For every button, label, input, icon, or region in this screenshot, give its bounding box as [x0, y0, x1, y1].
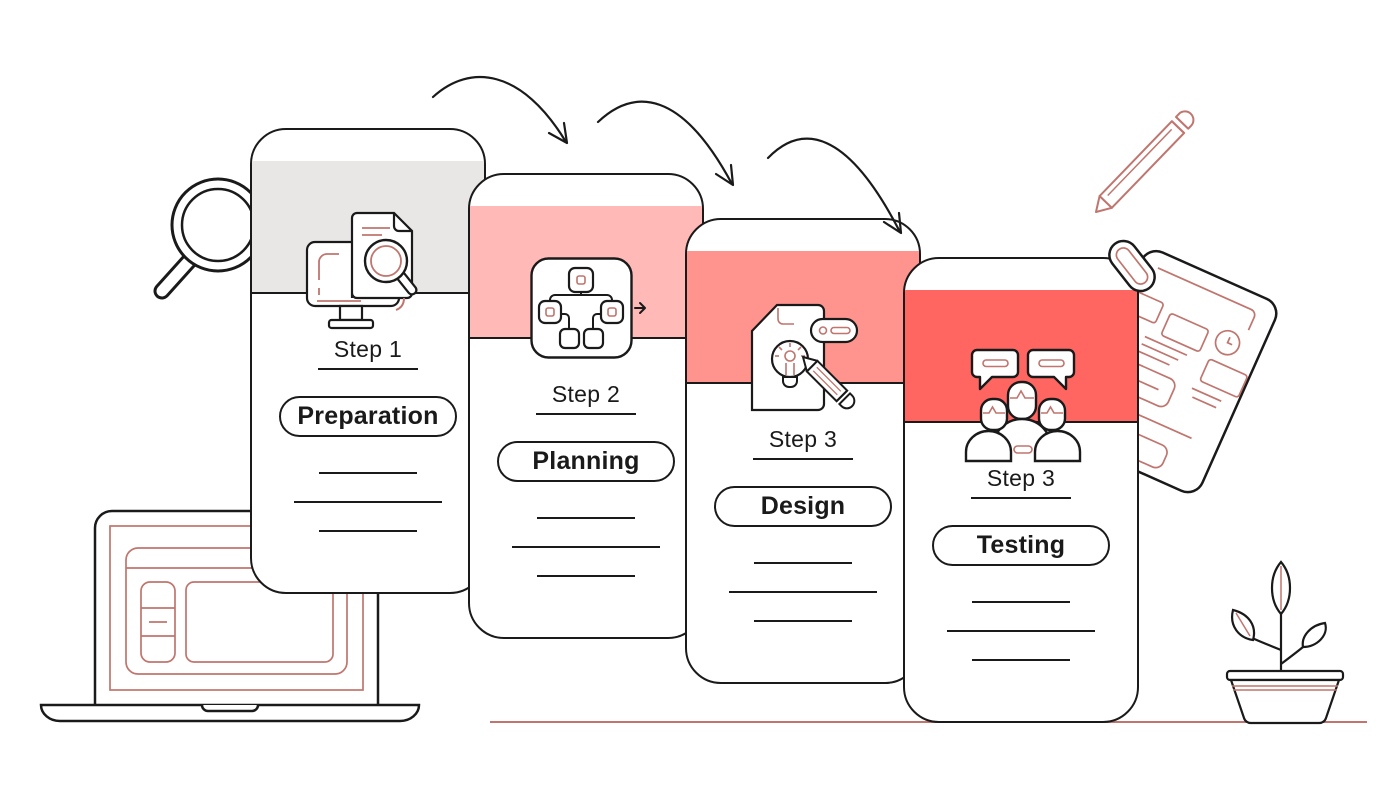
step-label: Step 1 — [333, 336, 403, 362]
design-button[interactable]: Design — [714, 486, 892, 527]
testing-button[interactable]: Testing — [932, 525, 1110, 566]
placeholder-line — [319, 530, 417, 532]
flow-arrows — [431, 76, 903, 235]
preparation-button[interactable]: Preparation — [279, 396, 457, 437]
placeholder-line — [754, 562, 852, 564]
team-discussion-icon — [964, 348, 1082, 463]
flow-arrow-3 — [766, 137, 902, 234]
flowchart-icon — [530, 257, 646, 359]
pencil-icon — [1095, 110, 1195, 213]
step-label: Step 3 — [986, 465, 1056, 491]
step-card-design: Step 3 Design — [685, 218, 921, 684]
step-underline — [971, 497, 1071, 499]
step-label: Step 3 — [768, 426, 838, 452]
placeholder-line — [947, 630, 1095, 632]
planning-button[interactable]: Planning — [497, 441, 675, 482]
document-idea-pencil-icon — [750, 303, 859, 412]
placeholder-line — [512, 546, 660, 548]
ground-line — [490, 721, 1367, 723]
placeholder-line — [972, 601, 1070, 603]
step-underline — [318, 368, 418, 370]
placeholder-line — [537, 575, 635, 577]
flow-arrow-2 — [596, 100, 734, 186]
plant-icon — [1225, 560, 1345, 725]
step-underline — [536, 413, 636, 415]
placeholder-line — [294, 501, 442, 503]
step-underline — [753, 458, 853, 460]
placeholder-line — [972, 659, 1070, 661]
flow-arrow-1 — [431, 76, 568, 144]
step-card-planning: Step 2 Planning — [468, 173, 704, 639]
placeholder-line — [729, 591, 877, 593]
step-card-preparation: Step 1 Preparation — [250, 128, 486, 594]
placeholder-line — [319, 472, 417, 474]
step-label: Step 2 — [551, 381, 621, 407]
placeholder-line — [537, 517, 635, 519]
step-card-testing: Step 3 Testing — [903, 257, 1139, 723]
paperclip-icon — [1108, 239, 1156, 293]
research-monitor-magnifier-icon — [305, 211, 418, 330]
placeholder-line — [754, 620, 852, 622]
